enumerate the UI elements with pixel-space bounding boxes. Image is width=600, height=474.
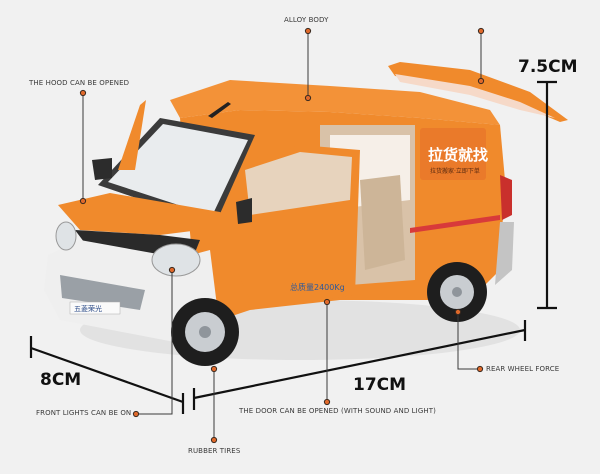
label-rubber-tires: RUBBER TIRES (188, 447, 241, 455)
label-alloy-body: ALLOY BODY (284, 16, 329, 24)
svg-text:五菱荣光: 五菱荣光 (74, 304, 102, 313)
svg-text:拉货就找: 拉货就找 (428, 146, 488, 164)
rear-wheel (427, 262, 487, 322)
dimension-height: 7.5CM (518, 57, 578, 77)
label-rear-wheel: REAR WHEEL FORCE (486, 365, 560, 373)
callout-markers (79, 27, 485, 444)
svg-text:拉货搬家·立即下单: 拉货搬家·立即下单 (430, 167, 480, 175)
van-body: 拉货就找 拉货搬家·立即下单 总质量2400Kg 五菱荣光 (44, 80, 514, 345)
label-front-lights: FRONT LIGHTS CAN BE ON (36, 409, 132, 417)
rear-door (388, 62, 568, 122)
front-wheel (171, 298, 239, 366)
callout-lines (82, 31, 482, 440)
hood (58, 193, 240, 235)
label-door: THE DOOR CAN BE OPENED (WITH SOUND AND L… (239, 407, 436, 415)
svg-text:总质量2400Kg: 总质量2400Kg (290, 282, 345, 292)
dimension-width: 8CM (40, 370, 82, 390)
label-hood: THE HOOD CAN BE OPENED (29, 79, 130, 87)
dimension-lines (29, 80, 557, 414)
dimension-length: 17CM (353, 375, 407, 395)
side-ad-panel (420, 128, 486, 180)
